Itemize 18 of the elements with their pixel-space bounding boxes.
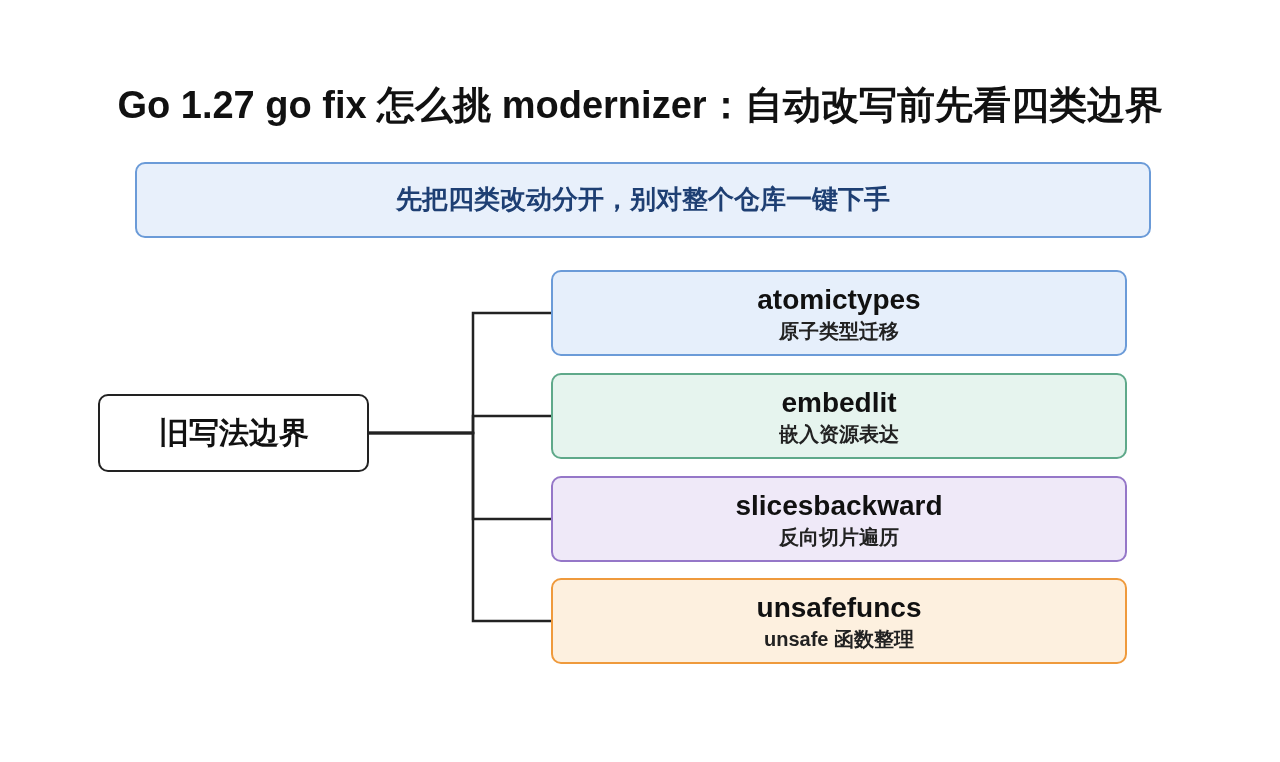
connector-line xyxy=(369,431,551,623)
node-label: 先把四类改动分开，别对整个仓库一键下手 xyxy=(396,183,890,217)
node-subtitle: 嵌入资源表达 xyxy=(779,422,899,448)
node-subtitle: unsafe 函数整理 xyxy=(764,627,914,653)
root-box xyxy=(98,394,369,472)
node-label: embedlit xyxy=(781,385,897,420)
category-box xyxy=(551,476,1127,562)
banner-box xyxy=(135,162,1151,238)
category-box xyxy=(551,373,1127,459)
node-subtitle: 原子类型迁移 xyxy=(779,319,899,345)
node-label: slicesbackward xyxy=(735,488,943,523)
category-box xyxy=(551,578,1127,664)
node-label: atomictypes xyxy=(757,282,921,317)
node-subtitle: 反向切片遍历 xyxy=(779,525,899,551)
node-label: 旧写法边界 xyxy=(158,414,309,451)
node-label: unsafefuncs xyxy=(756,590,922,625)
category-box xyxy=(551,270,1127,356)
diagram-title: Go 1.27 go fix 怎么挑 modernizer：自动改写前先看四类边界 xyxy=(116,83,1164,128)
